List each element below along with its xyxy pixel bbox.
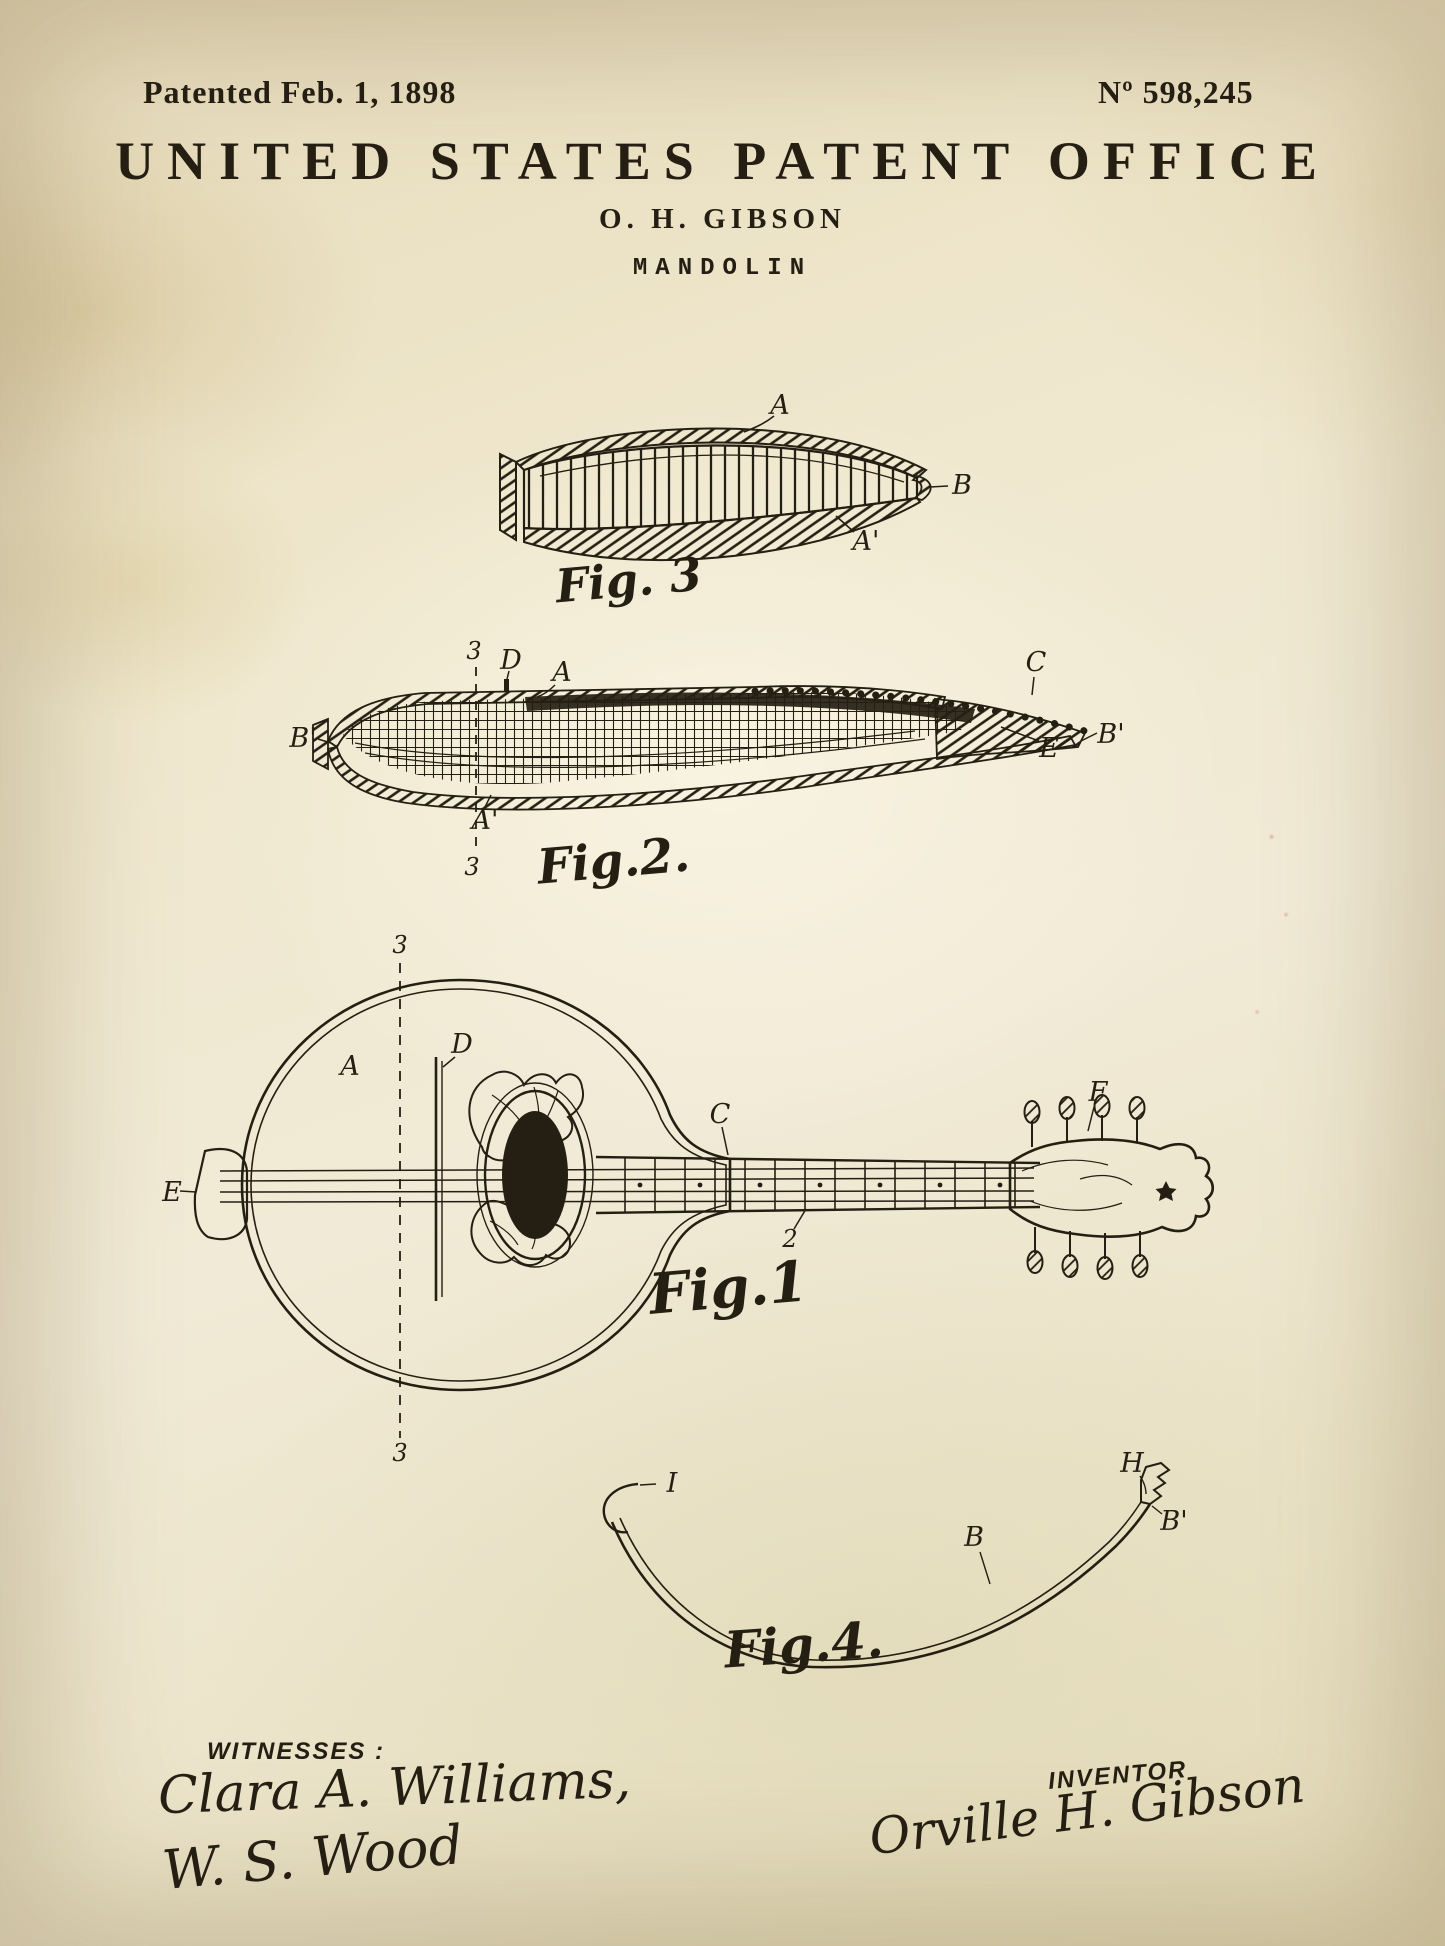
fig2-label-b-prime-right: B' bbox=[1096, 719, 1124, 750]
fig2-label-e: E bbox=[1038, 733, 1059, 764]
fig2-drawing: 3 D A C B' E B' A' 3 Fig.2. bbox=[288, 637, 1124, 896]
fig3-caption: Fig. 3 bbox=[551, 547, 703, 614]
patent-date: Patented Feb. 1, 1898 bbox=[143, 74, 457, 110]
fig4-label-b-prime: B' bbox=[1159, 1506, 1187, 1537]
fig3-drawing: A B A' Fig. 3 bbox=[499, 390, 972, 614]
fig3-label-b: B bbox=[951, 470, 972, 501]
fig2-label-3-bottom: 3 bbox=[464, 853, 479, 881]
fig1-label-3-top: 3 bbox=[392, 931, 407, 959]
fig4-caption: Fig.4. bbox=[720, 1610, 885, 1680]
fig1-label-2: 2 bbox=[781, 1225, 797, 1253]
inventor-name-heading: O. H. GIBSON bbox=[599, 203, 846, 235]
fig4-drawing: I H B B' Fig.4. bbox=[602, 1448, 1188, 1680]
fig1-label-e: E bbox=[161, 1177, 182, 1208]
fig4-label-i: I bbox=[666, 1468, 679, 1499]
fig1-label-f: F bbox=[1088, 1077, 1109, 1108]
fig1-label-a: A bbox=[337, 1051, 360, 1082]
fig2-label-d: D bbox=[499, 645, 522, 676]
fig2-label-a-prime: A' bbox=[469, 805, 499, 836]
fig1-drawing: 3 A D C 2 F E 3 Fig.1 bbox=[161, 931, 1215, 1467]
fig2-label-3-top: 3 bbox=[466, 637, 481, 665]
fig3-label-a: A bbox=[767, 390, 790, 421]
fig1-label-d: D bbox=[450, 1029, 473, 1060]
patent-number: Nº 598,245 bbox=[1098, 74, 1254, 110]
fig1-caption: Fig.1 bbox=[644, 1248, 810, 1328]
fig4-label-b: B bbox=[963, 1522, 984, 1553]
fig3-label-a-prime: A' bbox=[850, 526, 880, 557]
page-title: UNITED STATES PATENT OFFICE bbox=[115, 131, 1330, 191]
witness-signature-2: W. S. Wood bbox=[159, 1812, 466, 1903]
fig1-label-3-bottom: 3 bbox=[392, 1439, 407, 1467]
fig2-label-a: A bbox=[549, 657, 572, 688]
fig2-label-c: C bbox=[1026, 647, 1047, 678]
invention-title: MANDOLIN bbox=[632, 255, 813, 282]
fig2-caption: Fig.2. bbox=[533, 827, 692, 896]
fig1-label-c: C bbox=[710, 1099, 731, 1130]
witnesses-heading: WITNESSES : bbox=[207, 1738, 386, 1765]
fig2-label-b-prime-left: B' bbox=[288, 723, 316, 754]
fig4-label-h: H bbox=[1119, 1448, 1144, 1479]
